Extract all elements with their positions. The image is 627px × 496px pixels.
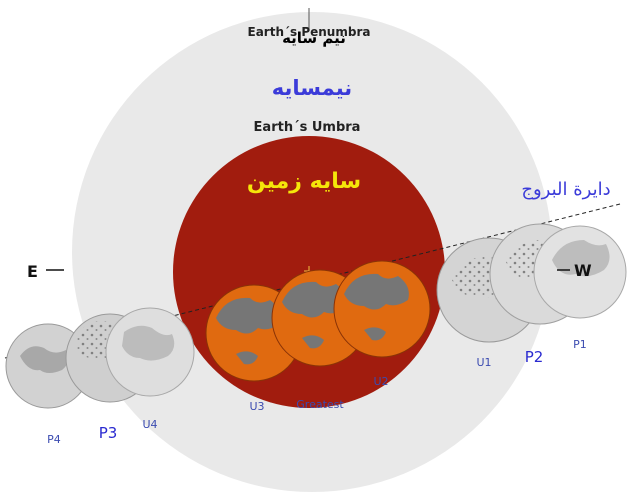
label-u1: U1: [476, 356, 491, 369]
label-u4: U4: [142, 418, 157, 431]
moon-p1: [533, 225, 627, 319]
west-label: W: [574, 261, 592, 280]
moon-u4: [105, 307, 195, 397]
label-u3: U3: [249, 400, 264, 413]
label-p2: P2: [525, 348, 544, 366]
east-label: E: [27, 262, 38, 281]
label-u2: U2: [373, 375, 388, 388]
label-greatest: Greatest: [296, 398, 344, 411]
label-p1: P1: [573, 338, 587, 351]
umbra-label-fa: سایه زمین: [247, 169, 361, 194]
penumbra-label-en: Earth´s Penumbra: [248, 25, 371, 39]
umbra-label-en: Earth´s Umbra: [254, 120, 361, 135]
label-p4: P4: [47, 433, 61, 446]
label-p3: P3: [99, 424, 118, 442]
ecliptic-label: دایرة البروج: [521, 179, 610, 200]
moon-u2: [333, 260, 431, 358]
penumbra-label-fa: نیمسایه: [272, 76, 352, 100]
penumbra-label-fa-top: نیم سایه: [282, 29, 346, 47]
